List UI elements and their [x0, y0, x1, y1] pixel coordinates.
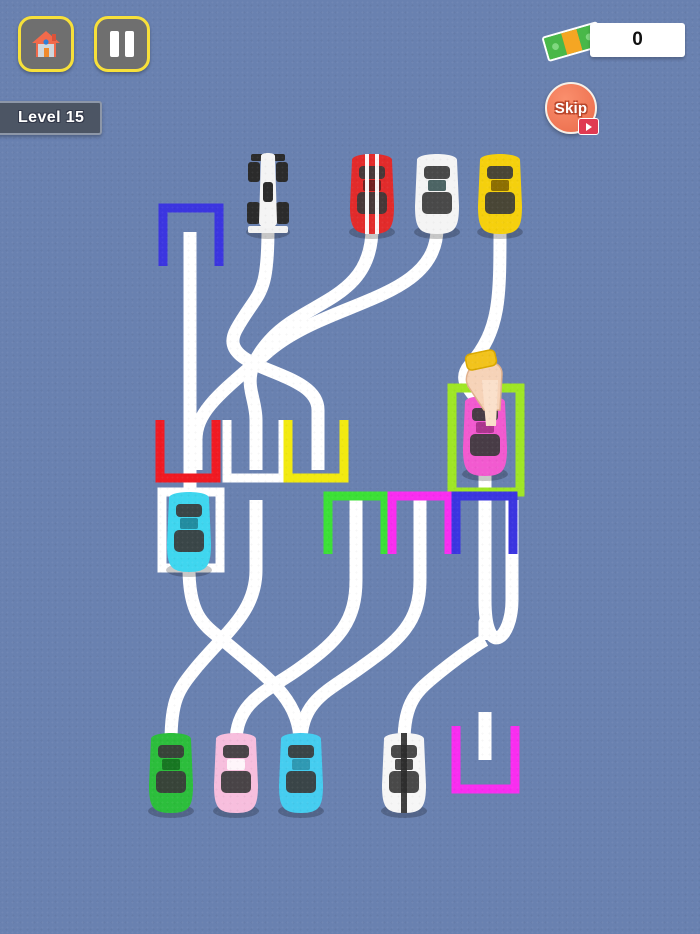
road-magenta-parked [478, 470, 519, 645]
road-cyan-parked [182, 567, 307, 743]
coin-counter: 0 [590, 23, 685, 57]
formula-race-car[interactable] [246, 153, 290, 239]
road-white-striped [397, 634, 489, 743]
yellow-slot[interactable] [283, 420, 349, 483]
pause-icon-2 [125, 31, 134, 57]
hand-pointer-cursor [464, 349, 503, 426]
red-striped-car[interactable] [349, 154, 395, 239]
skip-button[interactable]: Skip [545, 82, 599, 135]
blue-slot-top[interactable] [158, 203, 224, 266]
road-formula [226, 227, 325, 470]
level-label: Level 15 [18, 109, 85, 126]
white-striped-car[interactable] [381, 733, 427, 818]
white-sports-car[interactable] [414, 154, 460, 239]
road-pink [229, 500, 363, 743]
pause-button[interactable] [94, 16, 150, 72]
home-button[interactable] [18, 16, 74, 72]
level-badge: Level 15 [0, 101, 103, 135]
cyan-car[interactable] [278, 733, 324, 818]
skip-label: Skip [554, 99, 588, 117]
white-slot-mid[interactable] [222, 420, 288, 483]
magenta-slot-bottom[interactable] [451, 726, 520, 794]
road-white [189, 227, 444, 470]
cyan-car-parked[interactable] [166, 492, 212, 577]
house-icon [32, 31, 60, 57]
road-red [243, 227, 379, 470]
blue-slot-lower[interactable] [451, 491, 518, 554]
red-slot[interactable] [155, 420, 221, 483]
cash-stack-icon [542, 21, 604, 62]
pink-car[interactable] [213, 733, 259, 818]
pause-icon [110, 31, 119, 57]
video-ad-icon [578, 118, 599, 135]
magenta-slot-lower[interactable] [387, 491, 454, 554]
road-green [164, 500, 263, 743]
yellow-sports-car[interactable] [477, 154, 523, 239]
green-slot-lower[interactable] [323, 491, 390, 554]
road-cyan-bottom [294, 500, 427, 743]
green-car[interactable] [148, 733, 194, 818]
coin-value: 0 [632, 29, 643, 50]
